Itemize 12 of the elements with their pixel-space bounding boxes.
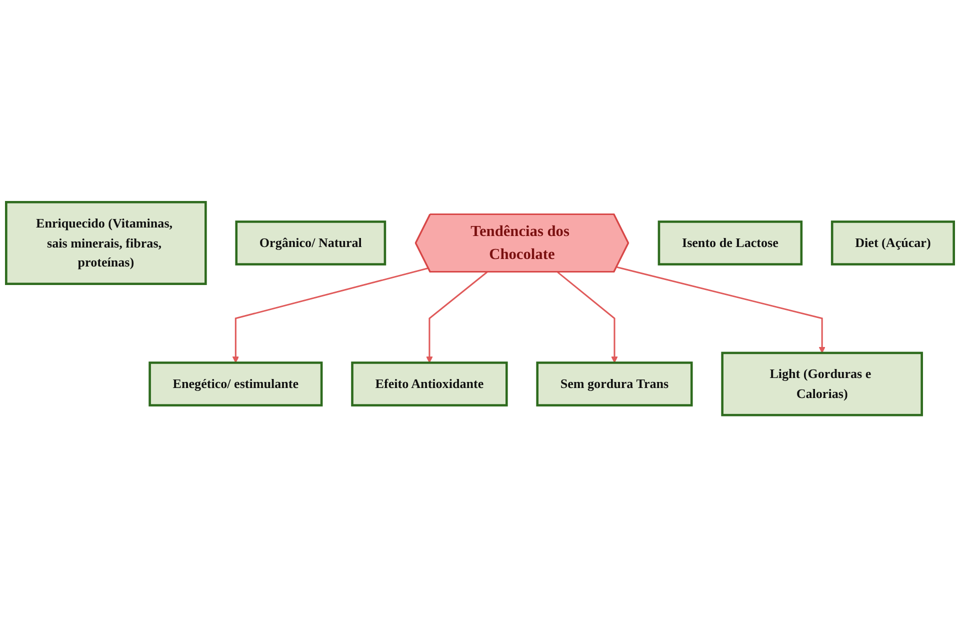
node-box: Enegético/ estimulante <box>148 361 323 406</box>
arrow <box>426 271 488 363</box>
node-box: Orgânico/ Natural <box>235 220 386 266</box>
arrow <box>232 267 429 363</box>
arrow <box>557 271 618 363</box>
node-box: Enriquecido (Vitaminas, sais minerais, fibras, proteínas) <box>5 200 207 285</box>
node-box: Diet (Açúcar) <box>830 220 955 266</box>
node-box: Sem gordura Trans <box>536 361 693 406</box>
node-box: Efeito Antioxidante <box>351 361 508 406</box>
node-box: Light (Gorduras e Calorias) <box>721 352 923 416</box>
arrow <box>616 266 826 354</box>
node-box: Isento de Lactose <box>658 220 803 266</box>
